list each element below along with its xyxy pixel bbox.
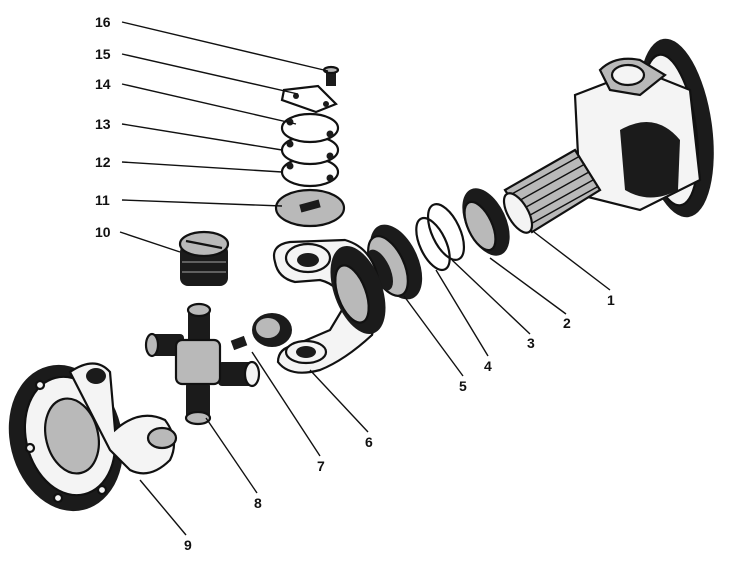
part-9-flange-yoke [8, 362, 178, 512]
callout-4: 4 [484, 358, 492, 374]
part-10-plug [178, 230, 230, 286]
part-8-universal-joint-cross [144, 302, 261, 426]
callout-7: 7 [317, 458, 325, 474]
callout-5: 5 [459, 378, 467, 394]
part-1-splined-shaft-flange-yoke [502, 38, 714, 234]
callout-15: 15 [95, 46, 111, 62]
part-11-cover-plate [274, 188, 346, 228]
callout-11: 11 [95, 192, 110, 208]
part-3-snap-ring [426, 203, 466, 261]
callout-14: 14 [95, 76, 111, 92]
callout-13: 13 [95, 116, 111, 132]
callout-16: 16 [95, 14, 111, 30]
callout-8: 8 [254, 495, 262, 511]
part-15-lock-plate [280, 84, 338, 114]
part-7-bearing-cup [230, 313, 292, 351]
callout-3: 3 [527, 335, 535, 351]
part-14-gasket [280, 112, 340, 144]
part-2-spline-ring [462, 188, 510, 256]
callout-1: 1 [607, 292, 615, 308]
callout-numbers: 16 15 14 13 12 11 10 9 8 7 6 5 4 3 2 1 [95, 14, 615, 553]
callout-9: 9 [184, 537, 192, 553]
callout-6: 6 [365, 434, 373, 450]
part-6-slip-yoke [272, 238, 386, 374]
callout-2: 2 [563, 315, 571, 331]
callout-12: 12 [95, 154, 111, 170]
callout-10: 10 [95, 224, 111, 240]
leader-lines [119, 21, 611, 536]
part-4-snap-ring [415, 216, 451, 272]
